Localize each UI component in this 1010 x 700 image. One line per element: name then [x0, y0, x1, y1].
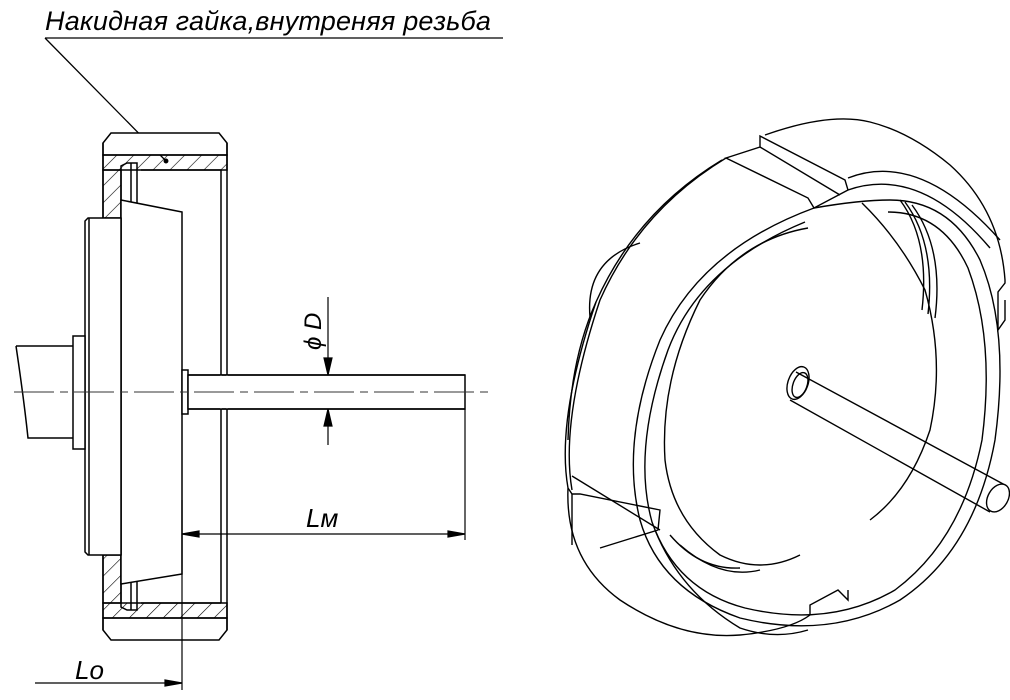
- dimension-lines: [35, 297, 466, 690]
- shaft-length-label: Lм: [306, 503, 339, 533]
- section-view: [15, 132, 466, 641]
- diameter-label: ϕ D: [300, 312, 327, 350]
- offset-length-label: Lо: [75, 655, 104, 685]
- isometric-view: [564, 118, 1010, 637]
- drawing-title: Накидная гайка,внутреняя резьба: [45, 6, 492, 36]
